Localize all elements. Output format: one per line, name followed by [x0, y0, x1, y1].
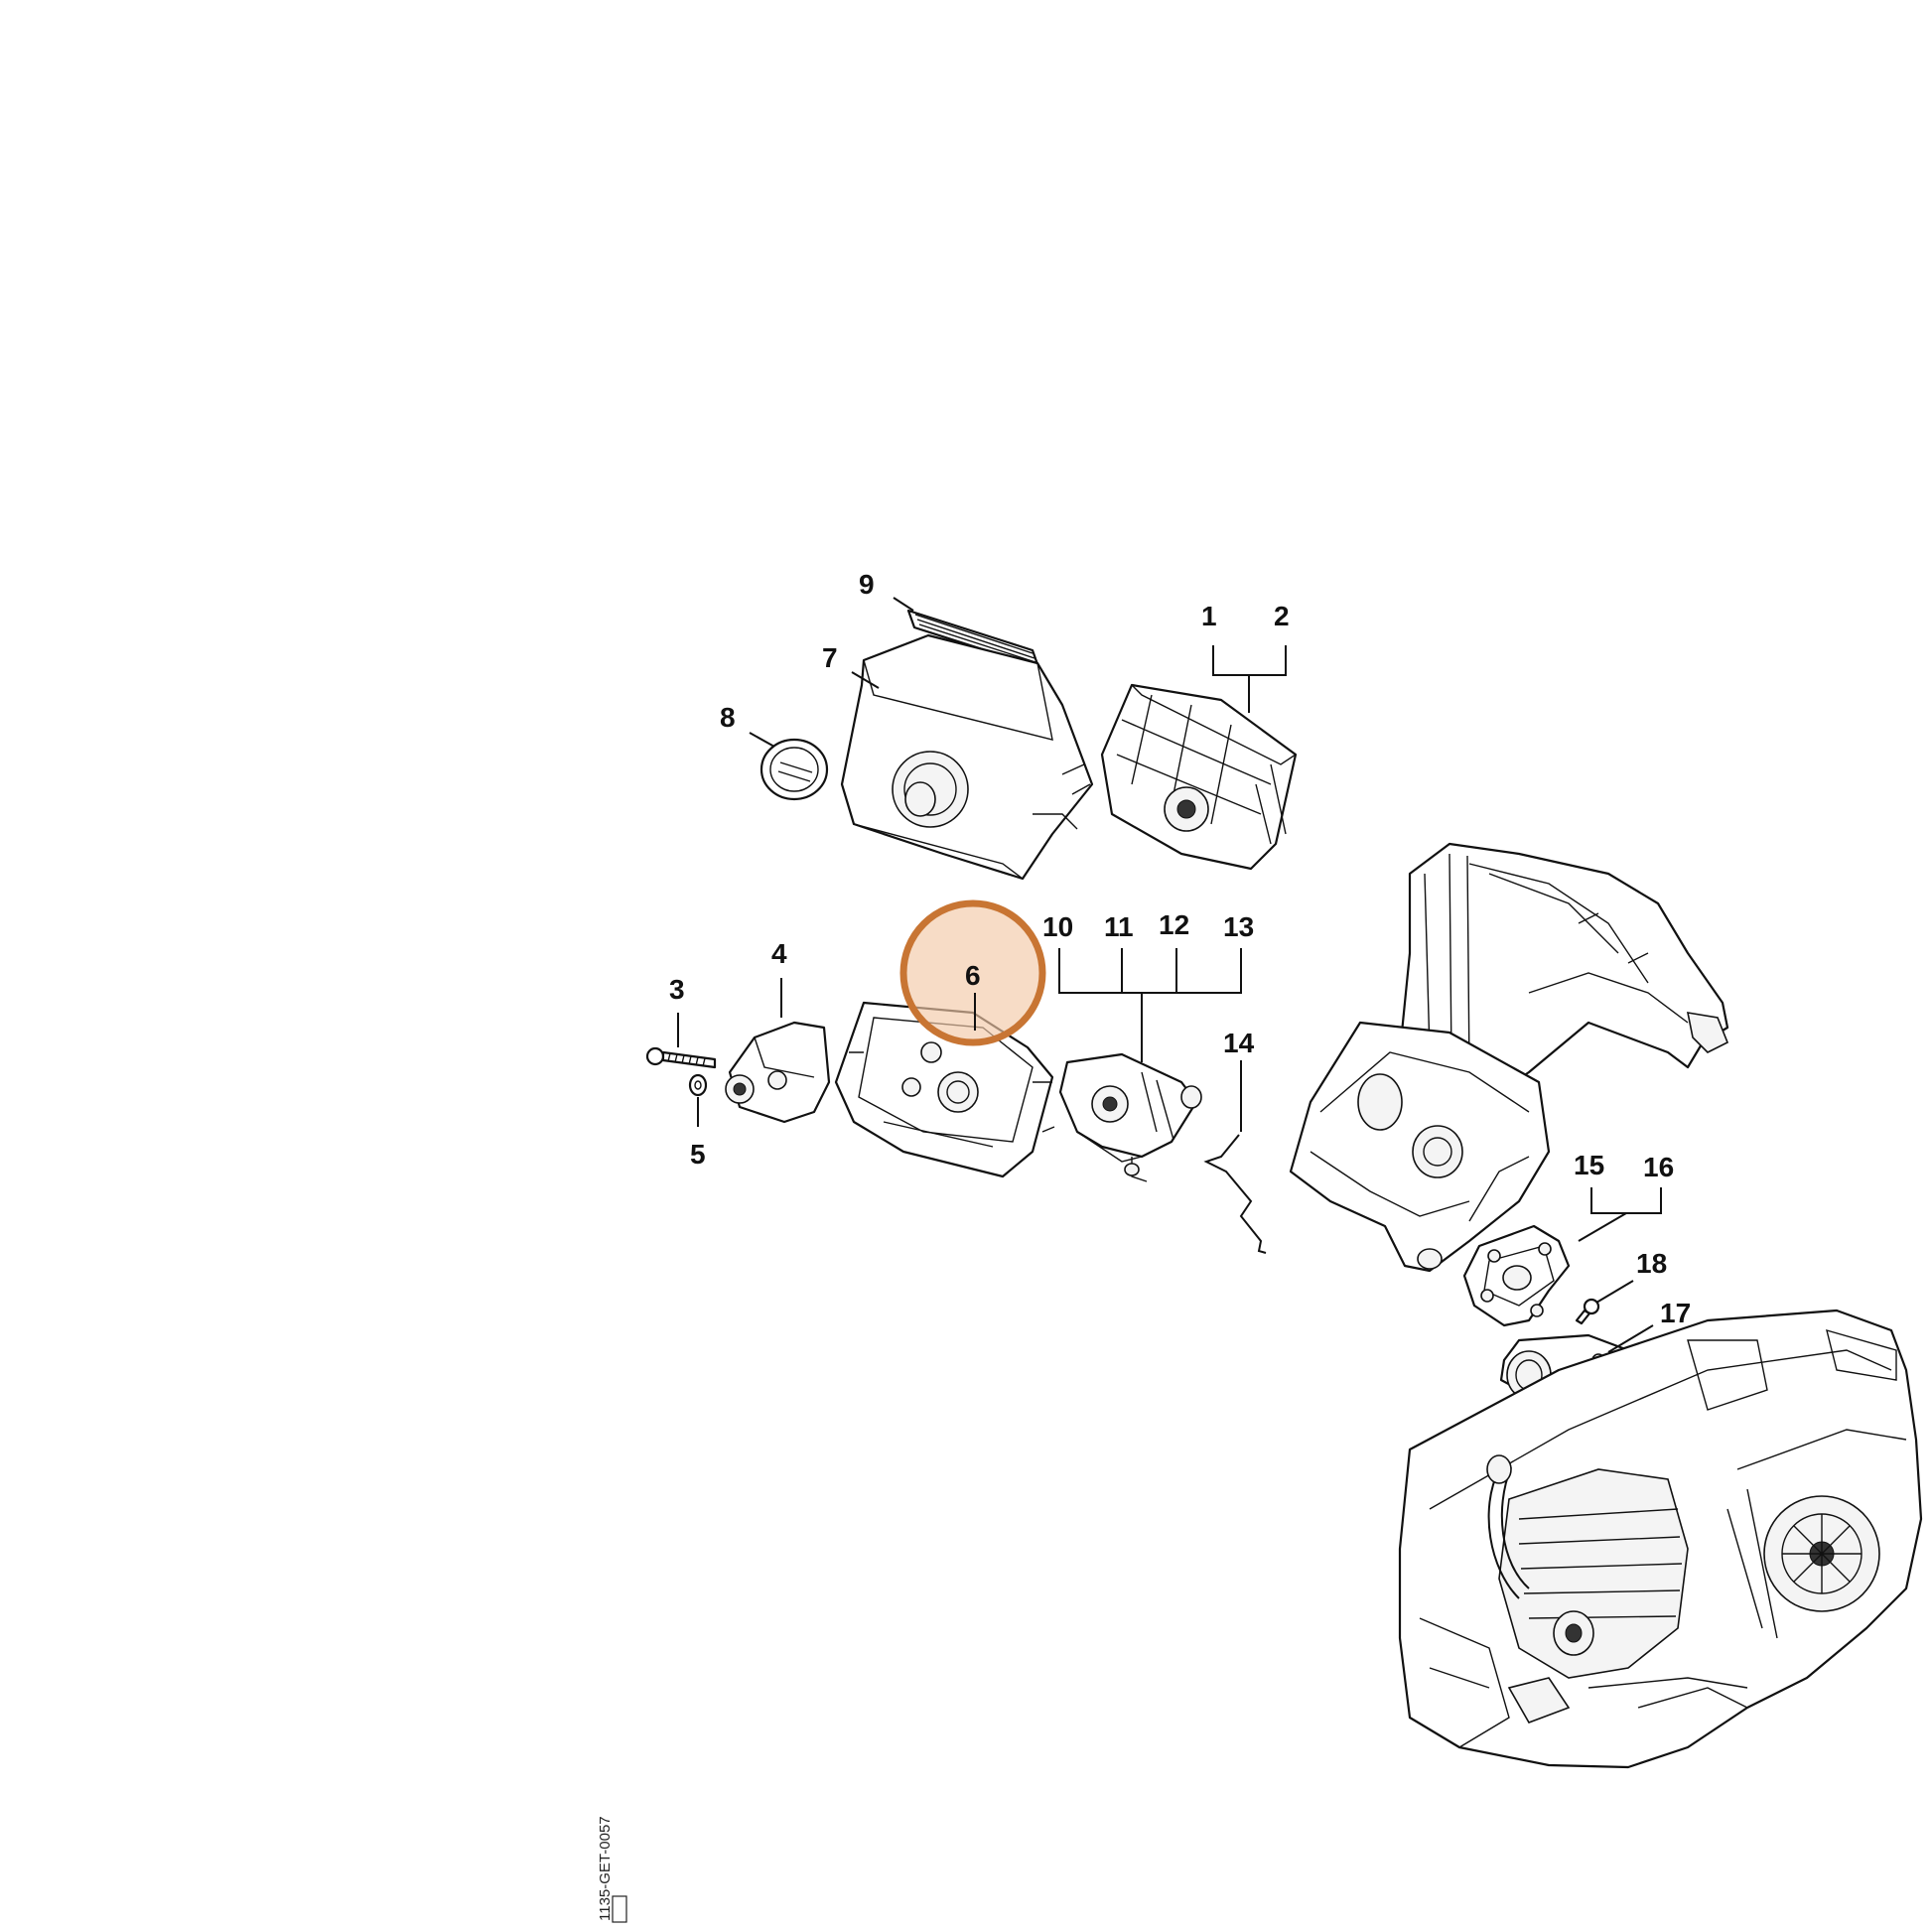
drawing-code: 1135-GET-0057 [597, 1816, 614, 1921]
callout-17[interactable]: 17 [1660, 1298, 1691, 1328]
callout-2[interactable]: 2 [1274, 601, 1290, 631]
part-1-2-air-filter[interactable] [1100, 683, 1298, 871]
highlight-circle [899, 899, 1046, 1046]
callout-11[interactable]: 11 [1104, 911, 1134, 942]
part-10-13-carburetor[interactable] [1058, 1052, 1202, 1182]
handle-assembly[interactable] [1289, 842, 1729, 1273]
part-9-screen-strip[interactable] [906, 609, 1040, 669]
callout-5[interactable]: 5 [690, 1139, 706, 1170]
drawing-code-box [612, 1895, 627, 1923]
part-15-16-flange[interactable] [1462, 1224, 1571, 1327]
part-7-top-cover[interactable] [840, 633, 1094, 881]
engine-housing[interactable] [1398, 1309, 1923, 1769]
callout-7[interactable]: 7 [822, 642, 838, 673]
leader-lines [677, 597, 1662, 1353]
callout-9[interactable]: 9 [859, 569, 875, 600]
part-8-knob[interactable] [759, 738, 829, 801]
callout-16[interactable]: 16 [1643, 1152, 1674, 1182]
part-3-screw[interactable] [645, 1046, 717, 1069]
callout-13[interactable]: 13 [1223, 911, 1254, 942]
callout-10[interactable]: 10 [1042, 911, 1073, 942]
callout-labels: 9 7 8 1 2 3 4 5 6 10 11 12 13 14 15 16 1… [669, 569, 1691, 1328]
callout-6[interactable]: 6 [965, 960, 981, 991]
part-4-cover[interactable] [725, 1021, 831, 1124]
part-5-washer[interactable] [688, 1073, 708, 1097]
callout-4[interactable]: 4 [771, 938, 787, 969]
callout-8[interactable]: 8 [720, 702, 736, 733]
part-6-filter-base[interactable] [834, 1001, 1055, 1178]
callout-1[interactable]: 1 [1201, 601, 1217, 631]
callout-14[interactable]: 14 [1223, 1028, 1255, 1058]
part-14-rod[interactable] [1203, 1134, 1267, 1254]
callout-15[interactable]: 15 [1574, 1150, 1604, 1180]
callout-3[interactable]: 3 [669, 974, 685, 1005]
callout-12[interactable]: 12 [1159, 909, 1189, 940]
part-18-screw[interactable] [1575, 1298, 1600, 1325]
callout-18[interactable]: 18 [1636, 1248, 1667, 1279]
